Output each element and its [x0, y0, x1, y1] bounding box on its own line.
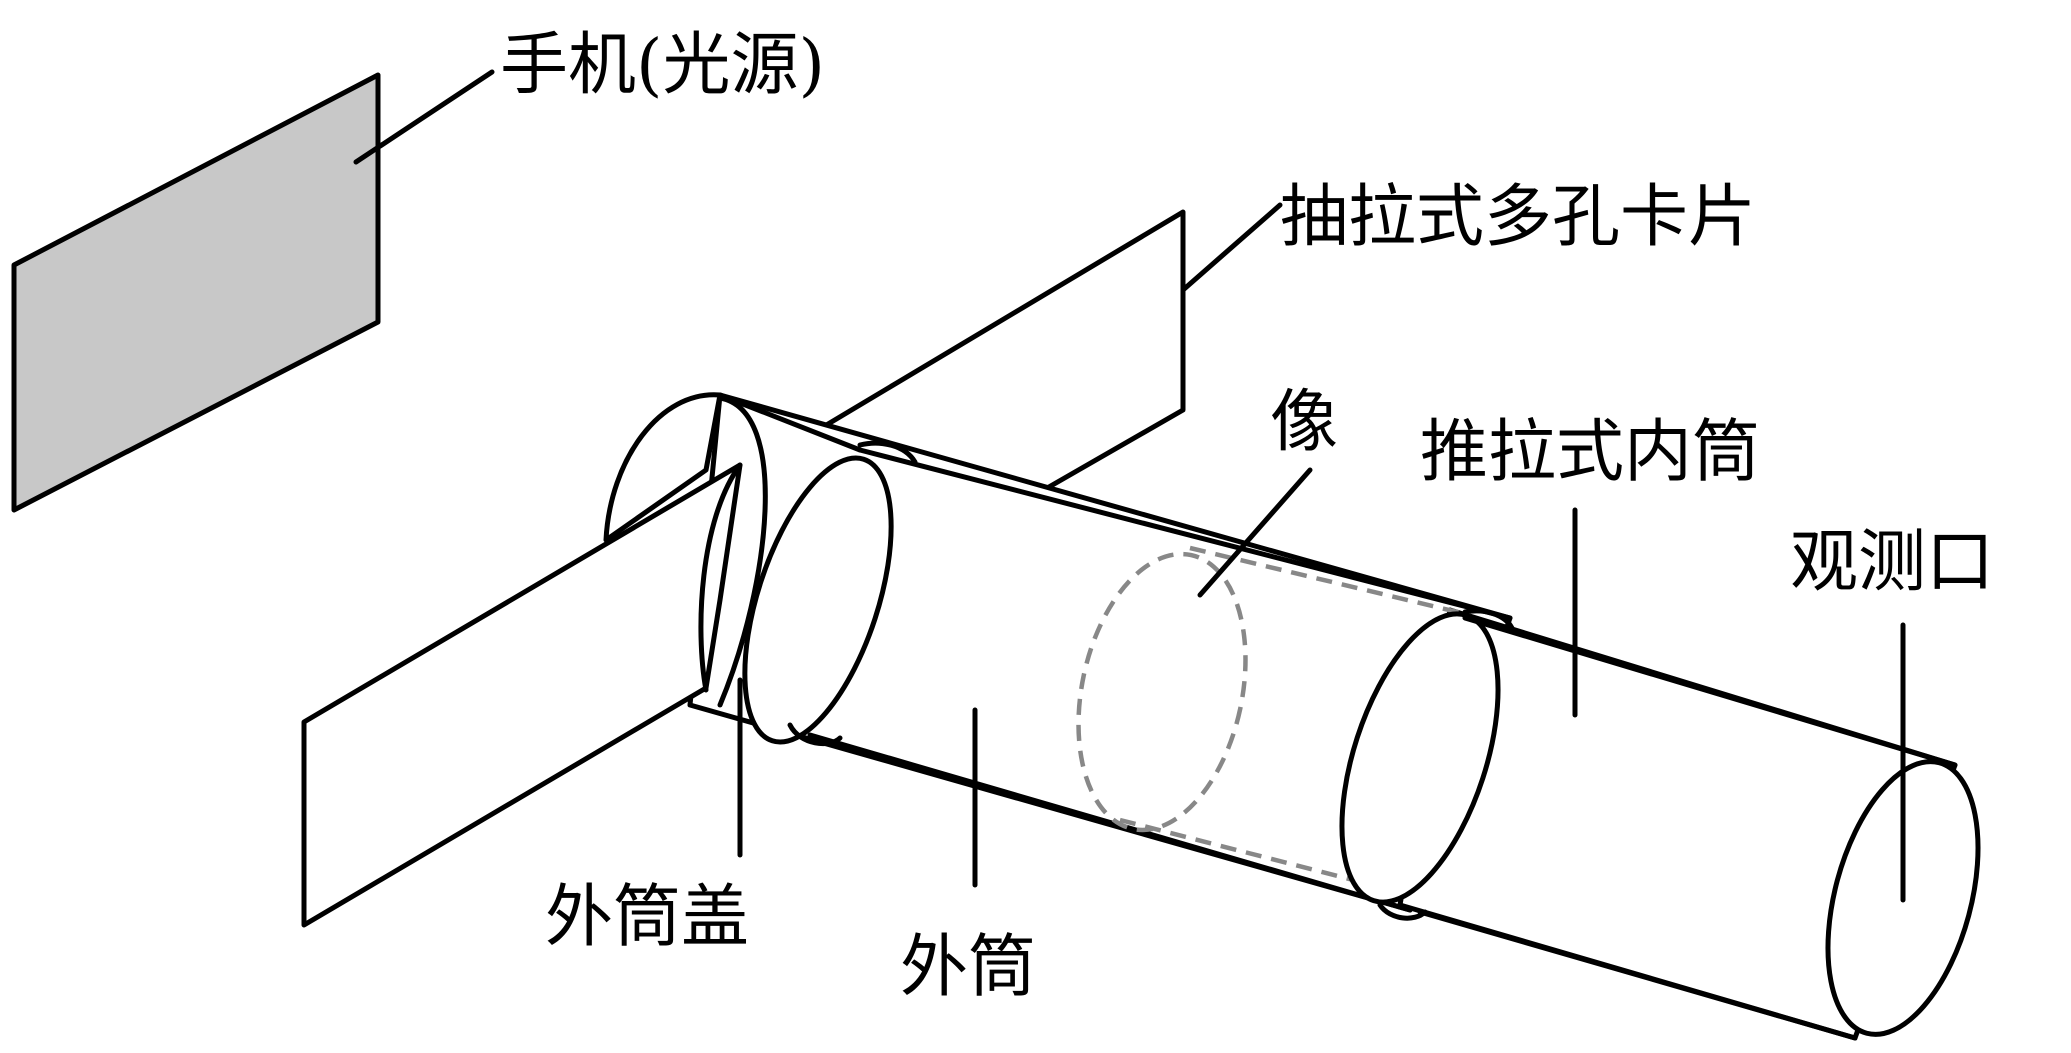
outer-tube-bottom-edge	[807, 732, 1413, 913]
collar-top-nub	[857, 440, 918, 465]
outer-tube-top-edge	[857, 447, 1513, 621]
label-card: 抽拉式多孔卡片	[1280, 178, 1756, 257]
phone-leader	[353, 69, 495, 165]
outer-cap-front	[717, 395, 768, 708]
image-leader	[1197, 467, 1313, 598]
outer-cap-inner-edge	[698, 462, 743, 693]
label-outer-tube: 外筒	[900, 928, 1036, 1007]
label-inner-tube: 推拉式内筒	[1420, 413, 1760, 492]
card-leader	[1180, 202, 1283, 293]
label-image: 像	[1270, 383, 1338, 462]
label-eyepiece: 观测口	[1790, 523, 1994, 602]
outer-tube-front-rim	[742, 455, 894, 745]
cap-top-edge	[717, 392, 863, 453]
image-ellipse	[1076, 551, 1248, 833]
label-phone: 手机(光源)	[500, 26, 825, 105]
phone-panel	[11, 72, 381, 513]
outer-cap-back	[603, 392, 723, 543]
card-front	[301, 462, 743, 928]
label-outer-cap: 外筒盖	[545, 878, 749, 957]
image-dashed-top	[1189, 545, 1471, 618]
inner-tube-top-edge	[1462, 615, 1958, 768]
inner-tube-bottom-edge	[1417, 909, 1858, 1041]
inner-collar-top-nub	[1462, 608, 1515, 631]
inner-tube-front-rim	[1339, 611, 1501, 905]
